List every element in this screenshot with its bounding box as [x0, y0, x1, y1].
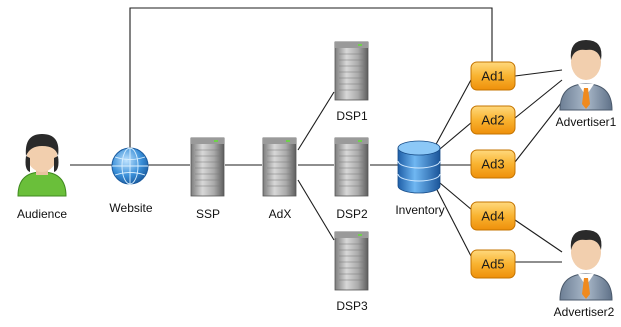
ad1-box	[470, 61, 516, 91]
connector-inventory-ad1	[433, 77, 473, 149]
ad2-box	[470, 105, 516, 135]
ad4-box	[470, 201, 516, 231]
advertiser2-label: Advertiser2	[553, 305, 615, 319]
ad4-label: Ad4	[481, 208, 505, 224]
connector-adx-dsp1	[297, 91, 335, 151]
ad3-label: Ad3	[481, 156, 505, 172]
dsp3-label: DSP3	[336, 299, 368, 313]
adx-label: AdX	[268, 207, 292, 221]
ad5-box	[470, 249, 516, 279]
connector-adx-dsp3	[297, 179, 335, 241]
audience-person-icon	[17, 134, 67, 197]
ad-boxes	[470, 61, 516, 279]
adx-server-icon	[262, 137, 297, 197]
dsp1-server-icon	[334, 41, 369, 101]
advertiser1-label: Advertiser1	[555, 115, 617, 129]
advertiser2-person-icon	[559, 230, 613, 301]
audience-label: Audience	[16, 207, 68, 221]
advertiser1-person-icon	[559, 40, 613, 111]
dsp2-label: DSP2	[336, 207, 368, 221]
dsp1-label: DSP1	[336, 109, 368, 123]
ssp-server-icon	[190, 137, 225, 197]
website-label: Website	[109, 201, 153, 215]
website-globe-icon	[111, 147, 149, 185]
connector-ad2-advertiser1	[514, 79, 563, 119]
dsp2-server-icon	[334, 137, 369, 197]
connector-ad1-advertiser1	[514, 69, 563, 77]
connector-website-to-ad1	[129, 7, 493, 165]
ad3-box	[470, 149, 516, 179]
ad2-label: Ad2	[481, 112, 505, 128]
connector-ad3-advertiser1	[514, 97, 566, 163]
ad1-label: Ad1	[481, 68, 505, 84]
ad5-label: Ad5	[481, 256, 505, 272]
inventory-label: Inventory	[395, 203, 445, 217]
connector-inventory-ad5	[433, 183, 473, 259]
connector-ad4-advertiser2	[514, 219, 563, 253]
ssp-label: SSP	[195, 207, 221, 221]
dsp3-server-icon	[334, 231, 369, 291]
inventory-database-icon	[397, 140, 441, 194]
